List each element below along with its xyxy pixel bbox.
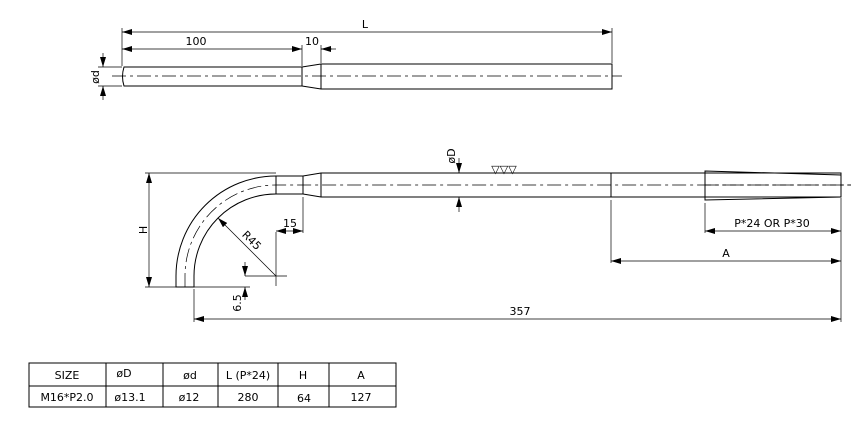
table-header-size: SIZE <box>55 369 80 382</box>
dim-L-label: L <box>362 18 369 31</box>
dimension-100: 100 10 <box>122 35 336 66</box>
table-header-H: H <box>299 369 307 382</box>
dimension-d: ød <box>89 53 122 100</box>
table-cell-D: ø13.1 <box>114 391 145 404</box>
dim-H-label: H <box>137 226 150 234</box>
table-cell-d: ø12 <box>179 391 200 404</box>
dim-thread-label: P*24 OR P*30 <box>734 217 810 230</box>
table-cell-A: 127 <box>351 391 372 404</box>
table-header-A: A <box>357 369 365 382</box>
dim-d-label: ød <box>89 70 102 84</box>
table-cell-size: M16*P2.0 <box>40 391 93 404</box>
dim-15-label: 15 <box>283 217 297 230</box>
side-view-rod <box>175 170 851 288</box>
table-cell-H: 64 <box>297 392 311 405</box>
table-header-D: øD <box>116 367 131 380</box>
dimension-H: H <box>137 172 276 288</box>
dim-D-label: øD <box>445 148 458 163</box>
dim-357-label: 357 <box>510 305 531 318</box>
dim-A-label: A <box>722 247 730 260</box>
table-cell-L: 280 <box>238 391 259 404</box>
table-header-L: L (P*24) <box>226 369 270 382</box>
dimension-6-5: 6.5 <box>194 262 250 312</box>
dimension-15: 15 <box>276 197 304 234</box>
surface-finish-symbol: ▽▽▽ <box>491 163 517 176</box>
top-view-rod <box>112 63 622 90</box>
table-header-d: ød <box>183 369 197 382</box>
dimension-thread: P*24 OR P*30 <box>704 203 841 234</box>
dim-100-label: 100 <box>186 35 207 48</box>
spec-table: SIZE øD ød L (P*24) H A M16*P2.0 ø13.1 ø… <box>28 362 397 408</box>
dim-R-label: R45 <box>239 228 263 252</box>
dimension-R45: R45 <box>217 217 287 286</box>
dimension-357: 357 <box>193 198 842 322</box>
dim-6-5-label: 6.5 <box>231 294 244 312</box>
dim-10-label: 10 <box>305 35 319 48</box>
dimension-A: A <box>610 200 841 264</box>
dimension-D: øD ▽▽▽ <box>445 148 517 212</box>
